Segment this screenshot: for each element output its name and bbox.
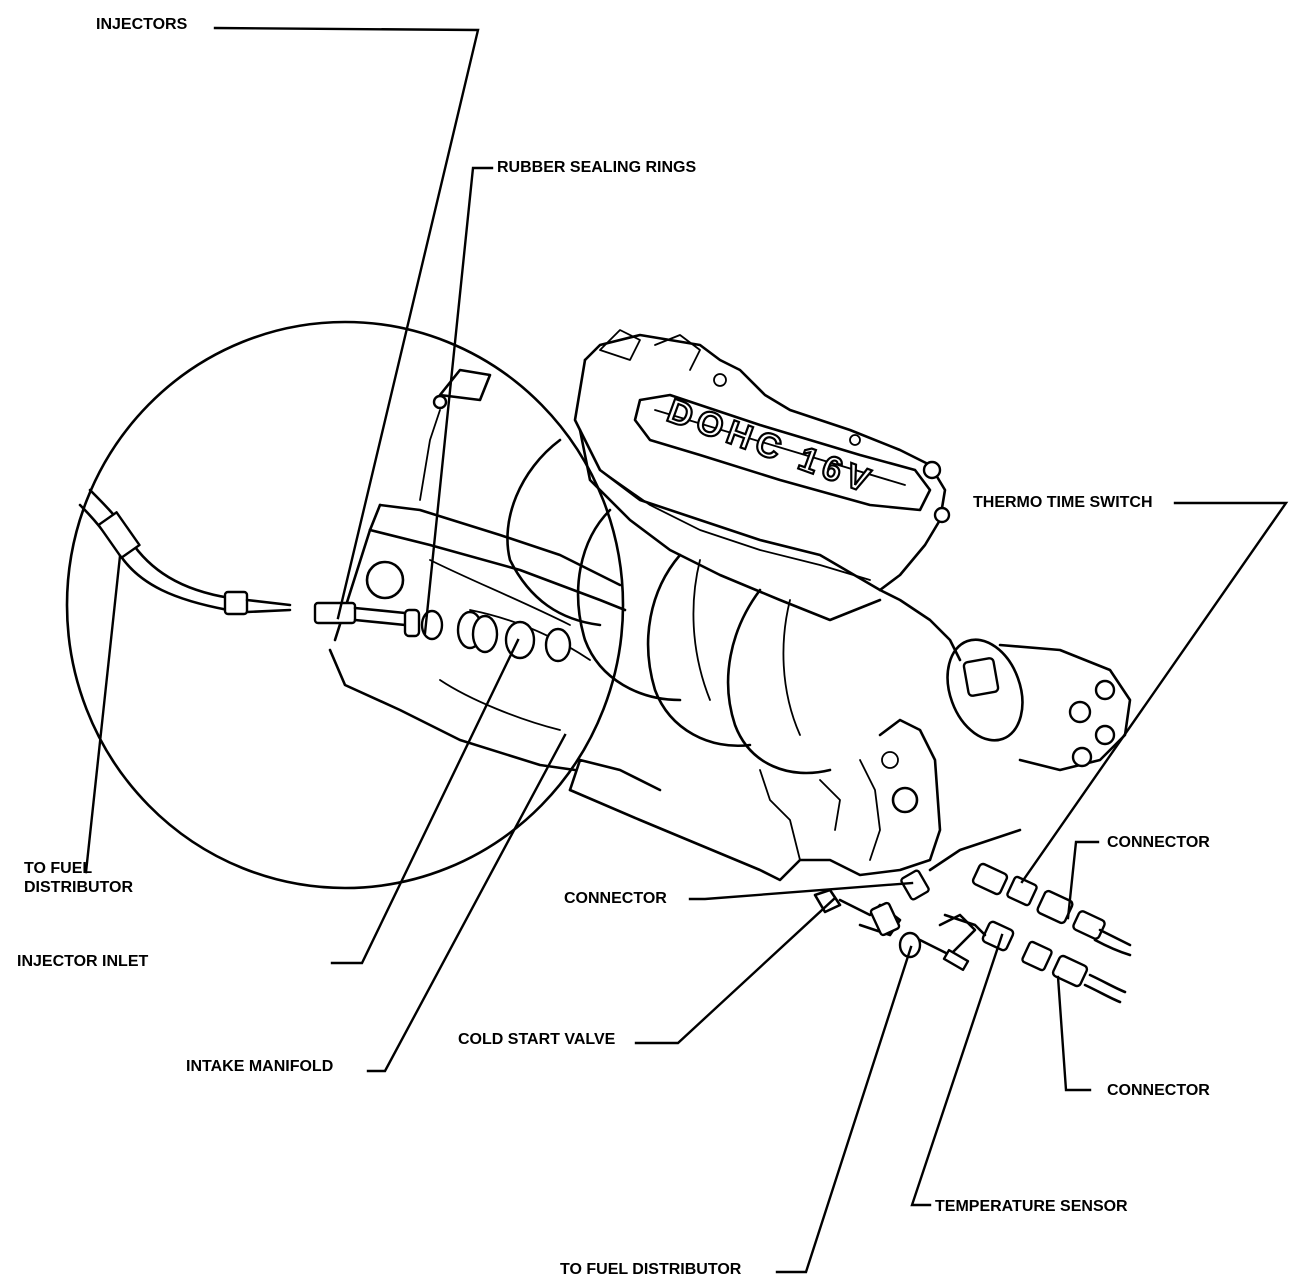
detail-circle (65, 320, 625, 890)
label-to-fuel-distributor-bottom: TO FUEL DISTRIBUTOR (560, 1261, 742, 1278)
label-connector-bottom: CONNECTOR (1107, 1082, 1210, 1099)
label-to-fuel-distributor-left: TO FUEL DISTRIBUTOR (24, 860, 134, 896)
label-rubber-sealing-rings: RUBBER SEALING RINGS (497, 159, 697, 176)
label-cold-start-valve: COLD START VALVE (458, 1031, 616, 1048)
label-injector-inlet: INJECTOR INLET (17, 953, 149, 970)
label-injectors: INJECTORS (96, 16, 188, 33)
label-thermo-time-switch: THERMO TIME SWITCH (973, 494, 1153, 511)
label-connector-mid: CONNECTOR (564, 890, 667, 907)
label-intake-manifold: INTAKE MANIFOLD (186, 1058, 334, 1075)
intake-manifold-drawing (506, 329, 1132, 882)
injector-detail-drawing (78, 368, 627, 772)
label-temperature-sensor: TEMPERATURE SENSOR (935, 1198, 1128, 1215)
leader-lines (84, 26, 1289, 1274)
sensor-parts-drawing (813, 828, 1132, 1004)
manifold-badge-text: DOHC 16V (662, 392, 880, 502)
label-connector-top: CONNECTOR (1107, 834, 1210, 851)
